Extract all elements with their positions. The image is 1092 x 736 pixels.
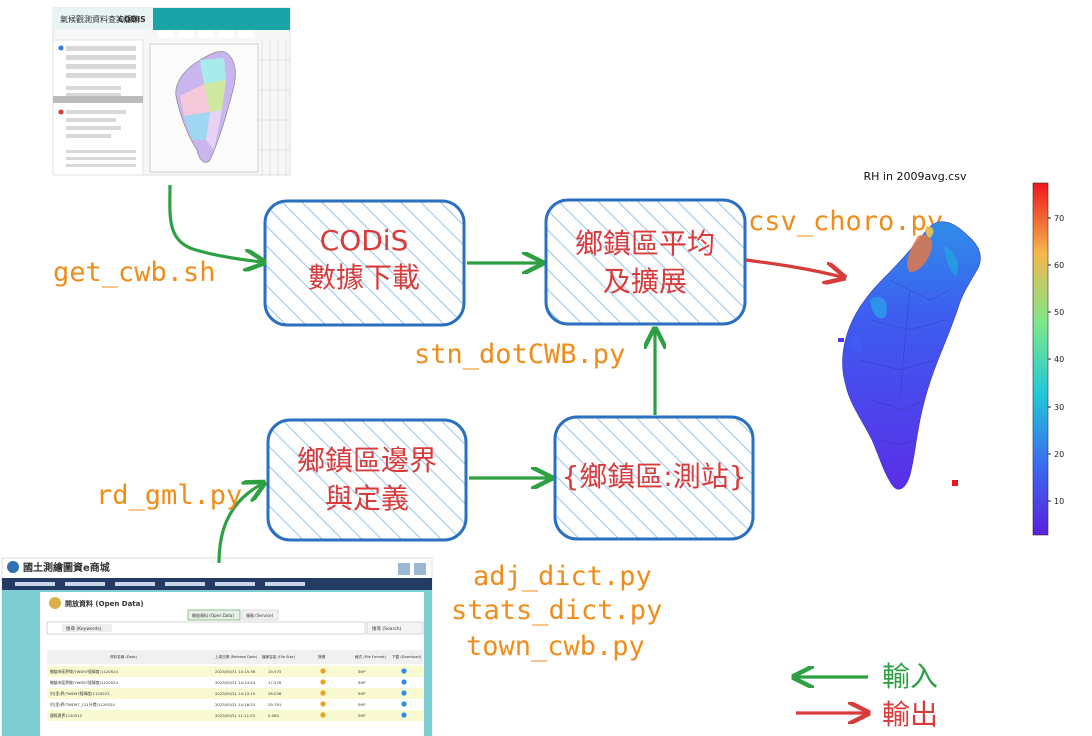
label-town-cwb: town_cwb.py [466,631,645,662]
taiwan-island [842,221,981,490]
table-cell: 2023/05/31 14:15:36 [215,669,256,674]
colorbar-tick: 70 [1054,214,1064,223]
colorbar [1032,182,1049,536]
label-adj-dict: adj_dict.py [473,561,652,592]
nlsc-col-download: 下載 (Download) [392,654,422,659]
label-stn-dot: stn_dotCWB.py [414,339,625,370]
arrow-boundary-input [217,484,262,564]
legend-output-label: 輸出 [882,698,938,731]
label-csv-choro: csv_choro.py [748,206,943,237]
table-cell: 2023/05/31 11:11:53 [215,713,256,718]
box-township-station: {鄉鎮區:測站} [553,415,755,541]
colorbar-tick: 20 [1054,450,1064,459]
box-boundary-line2: 與定義 [325,482,409,515]
nlsc-site-title: 國土測繪圖資e商城 [23,561,110,574]
nlsc-col-data: 資料名稱 (Data) [110,654,137,659]
nlsc-search-input[interactable]: 搜尋 (Keywords) [66,625,102,632]
arrow-codis-input [168,184,262,262]
table-row: 村(里)界(TWD97_121分帶)1120524 [50,702,115,707]
rh-choropleth-map: RH in 2009avg.csv 70 60 50 40 30 2 [838,170,1064,536]
nlsc-tab-service[interactable]: 服務 (Service) [246,612,274,618]
label-stats-dict: stats_dict.py [451,595,662,626]
nlsc-col-size: 檔案容量 (File Size) [262,654,295,659]
codis-site-subtitle: 氣候觀測資料查詢服務 [60,14,140,24]
table-cell: 2023/05/31 14:14:44 [215,680,256,685]
table-cell: 19.575 [268,669,282,674]
legend: 輸入 輸出 [796,660,938,731]
colorbar-tick: 10 [1054,497,1064,506]
box-average-line2: 及擴展 [603,265,687,298]
table-cell: SHP [358,680,366,685]
table-cell: 28.036 [268,691,282,696]
table-row: 國際邊界1120512 [50,713,83,718]
box-codis-line2: 數據下載 [308,261,420,294]
nlsc-tab-open-data[interactable]: 開放資料 (Open Data) [192,612,234,618]
box-township-boundary: 鄉鎮區邊界 與定義 [266,418,468,542]
table-cell: SHP [358,669,366,674]
colorbar-tick: 40 [1054,355,1064,364]
colorbar-tick: 50 [1054,308,1064,317]
box-township-average: 鄉鎮區平均 及擴展 [544,198,747,326]
colorbar-ticks: 70 60 50 40 30 20 10 [1048,214,1064,506]
label-rd-gml: rd_gml.py [96,480,242,511]
table-cell: 2023/05/31 14:16:23 [215,702,256,707]
nlsc-table-rows: 鄉鎮市區界線(TWD97經緯度)1120524 2023/05/31 14:15… [47,666,423,721]
nlsc-col-license: 授權 [318,654,326,659]
nlsc-col-date: 上架日期 (Release Date) [215,654,258,659]
colorbar-tick: 30 [1054,403,1064,412]
table-row: 鄉鎮市區界線(TWD97經緯度)1120524 [50,669,118,674]
table-cell: 29.791 [268,702,282,707]
nlsc-col-format: 格式 (File Format) [355,654,387,659]
table-cell: 17.578 [268,680,282,685]
table-row: 村(里)界(TWD97經緯度)1120523 [50,691,110,696]
table-cell: 0.065 [268,713,279,718]
map-title: RH in 2009avg.csv [864,170,967,183]
table-cell: SHP [358,713,366,718]
table-cell: SHP [358,702,366,707]
table-row: 鄉鎮市區界線(TWD97經緯度)1120524 [50,680,118,685]
box-codis-download: CODiS 數據下載 [263,199,466,327]
codis-screenshot: 氣候觀測資料查詢服務 CODiS [52,7,291,176]
legend-input-label: 輸入 [882,660,938,693]
arrow-average-to-map [745,258,842,277]
nlsc-search-button[interactable]: 搜尋 (Search) [372,625,402,632]
table-cell: 2023/05/31 14:13:19 [215,691,256,696]
box-station-line1: {鄉鎮區:測站} [561,460,746,493]
box-codis-line1: CODiS [320,224,409,257]
box-boundary-line1: 鄉鎮區邊界 [297,444,437,477]
nlsc-panel-title: 開放資料 (Open Data) [65,599,144,608]
codis-site-title: CODiS [118,15,146,24]
label-get-cwb: get_cwb.sh [53,257,216,288]
box-average-line1: 鄉鎮區平均 [575,227,715,260]
nlsc-screenshot: 國土測繪圖資e商城 開放資料 (Open Data) 開放資料 (Open Da… [1,557,433,736]
table-cell: SHP [358,691,366,696]
colorbar-tick: 60 [1054,261,1064,270]
